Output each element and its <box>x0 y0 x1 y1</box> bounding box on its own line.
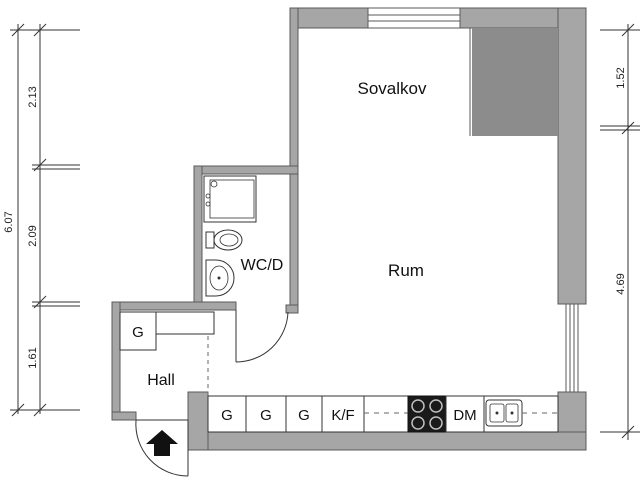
wardrobe-2-label: G <box>260 407 272 424</box>
dim-left-bottom: 1.61 <box>27 347 39 368</box>
wall-bath-bottom-right <box>285 304 299 314</box>
shower-drain-icon <box>210 180 218 188</box>
wardrobe-3-label: G <box>298 407 310 424</box>
wall-bath-left <box>193 165 203 311</box>
walls <box>111 7 587 451</box>
room-label-wc: WC/D <box>241 257 284 274</box>
fridge-freezer-label: K/F <box>331 407 354 424</box>
hall-wardrobe <box>119 311 157 351</box>
room-label-rum: Rum <box>388 261 424 280</box>
window-right <box>565 303 579 393</box>
dim-right-bottom: 4.69 <box>615 273 627 294</box>
wall-hall-bottom <box>111 411 137 421</box>
shower-unit <box>203 175 257 223</box>
burner-icon <box>429 416 443 430</box>
entrance-arrow-icon <box>146 430 178 456</box>
room-label-hall: Hall <box>147 372 175 389</box>
window-top <box>367 7 461 29</box>
kitchen-counter <box>207 395 559 433</box>
toilet-icon <box>213 229 243 251</box>
hall-shelf <box>155 311 215 335</box>
wardrobe-3 <box>285 395 323 433</box>
wall-bath-bottom <box>111 301 237 311</box>
burner-icon <box>411 416 425 430</box>
dimension-lines-right <box>600 23 640 440</box>
entrance-door[interactable] <box>135 419 189 477</box>
wall-bath-top <box>193 165 299 175</box>
wardrobe-2 <box>245 395 287 433</box>
toilet-tank <box>205 231 215 249</box>
wardrobe-1 <box>207 395 247 433</box>
dimension-lines-left <box>10 23 80 417</box>
dim-left-middle: 2.09 <box>27 225 39 246</box>
fridge-freezer <box>321 395 365 433</box>
sleeping-alcove-area <box>472 28 558 136</box>
dim-total-height: 6.07 <box>3 211 15 232</box>
room-label-sovalkov: Sovalkov <box>358 79 427 98</box>
bathroom-door[interactable] <box>235 310 289 363</box>
burner-icon <box>429 399 443 413</box>
dishwasher <box>445 395 485 433</box>
bathroom-fixtures <box>203 175 257 297</box>
wall-hall-left <box>111 301 121 421</box>
dim-left-top: 2.13 <box>27 86 39 107</box>
windows <box>367 7 579 393</box>
hall-wardrobe-label: G <box>132 324 144 341</box>
dim-right-top: 1.52 <box>615 67 627 88</box>
wardrobe-1-label: G <box>221 407 233 424</box>
wall-left-main <box>289 7 299 314</box>
wall-right-upper <box>557 7 587 305</box>
hall-fixtures: G <box>119 311 215 396</box>
dishwasher-label: DM <box>453 407 476 424</box>
wall-hall-right-lower <box>187 391 209 451</box>
burner-icon <box>411 399 425 413</box>
wall-bottom <box>199 431 587 451</box>
